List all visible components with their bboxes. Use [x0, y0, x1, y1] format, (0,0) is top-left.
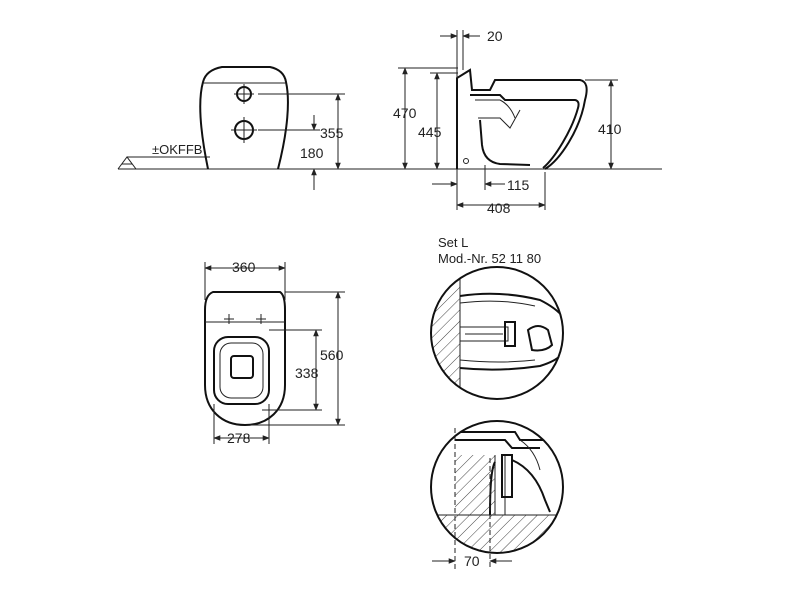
side-section-view: [456, 68, 588, 170]
cleaning-plate: [230, 355, 254, 379]
dimension-470: 470: [393, 67, 458, 170]
dimension-560: 560: [250, 291, 345, 426]
dimension-70: 70: [432, 553, 512, 569]
floor-level-symbol: [117, 156, 210, 170]
set-label: Set L: [438, 235, 468, 250]
svg-text:470: 470: [393, 105, 417, 121]
rear-view: [199, 66, 289, 170]
svg-text:355: 355: [320, 125, 344, 141]
seat-opening: [213, 336, 270, 405]
dimension-355: 355: [258, 93, 345, 170]
dimension-180: 180: [258, 115, 324, 190]
dimension-360: 360: [204, 259, 286, 300]
model-number: Mod.-Nr. 52 11 80: [438, 251, 541, 266]
dimension-408: 408: [456, 172, 546, 216]
svg-text:560: 560: [320, 347, 344, 363]
svg-text:408: 408: [487, 200, 511, 216]
detail-view-bottom: [430, 420, 564, 554]
svg-text:70: 70: [464, 553, 480, 569]
svg-text:338: 338: [295, 365, 319, 381]
fixing-point-left: [224, 314, 234, 324]
dimension-115: 115: [432, 165, 530, 193]
dimension-278: 278: [213, 404, 270, 446]
svg-text:360: 360: [232, 259, 256, 275]
fixing-point-right: [256, 314, 266, 324]
svg-text:445: 445: [418, 124, 442, 140]
svg-text:278: 278: [227, 430, 251, 446]
dimension-20: 20: [440, 28, 503, 78]
svg-text:180: 180: [300, 145, 324, 161]
dimension-338: 338: [262, 329, 322, 411]
dimension-410: 410: [585, 79, 622, 170]
reference-label: ±OKFFB: [152, 142, 202, 157]
svg-text:410: 410: [598, 121, 622, 137]
detail-view-top: [430, 266, 564, 400]
svg-text:20: 20: [487, 28, 503, 44]
dimension-445: 445: [418, 72, 458, 170]
svg-text:115: 115: [507, 177, 530, 193]
top-view: [204, 291, 286, 427]
